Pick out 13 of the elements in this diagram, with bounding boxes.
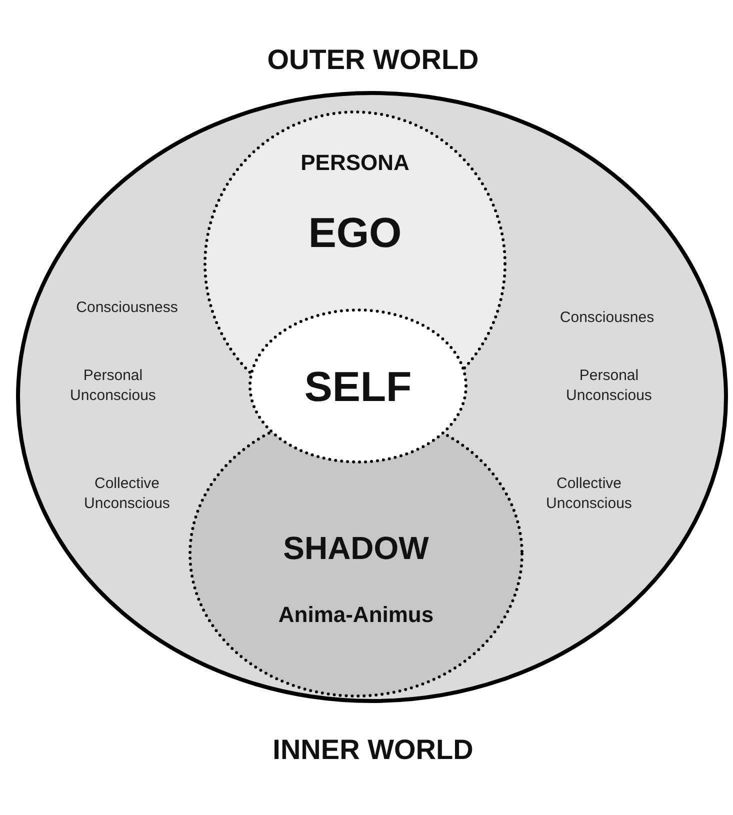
- layer-label: Collective Unconscious: [83, 474, 171, 513]
- layer-label: Personal Unconscious: [69, 366, 157, 405]
- node-label: Anima-Animus: [278, 604, 434, 626]
- node-label: INNER WORLD: [272, 736, 474, 764]
- node-label: SELF: [304, 366, 412, 408]
- node-label: EGO: [308, 212, 402, 254]
- node-label: PERSONA: [300, 152, 410, 174]
- layer-label: Personal Unconscious: [565, 366, 653, 405]
- layer-label: Consciousnes: [558, 308, 656, 328]
- layer-label: Consciousness: [75, 298, 179, 318]
- layer-label: Collective Unconscious: [545, 474, 633, 513]
- node-label: OUTER WORLD: [267, 46, 479, 74]
- node-label: SHADOW: [283, 532, 429, 564]
